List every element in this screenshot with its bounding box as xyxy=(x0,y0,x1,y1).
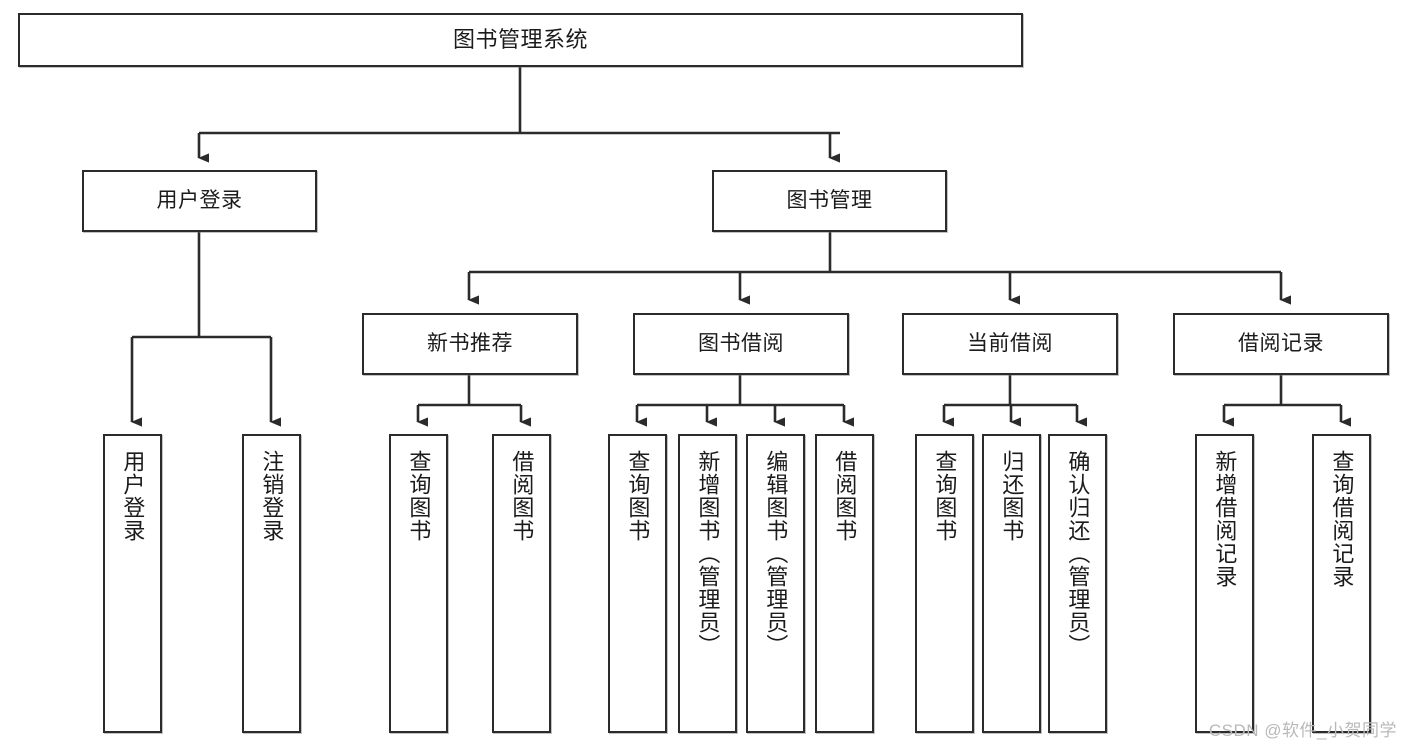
node-label: 注销登录 xyxy=(259,450,285,542)
node-current-borrowing[interactable]: 当前借阅 xyxy=(902,313,1118,375)
node-book-management[interactable]: 图书管理 xyxy=(712,170,947,232)
node-label: 查询图书 xyxy=(625,450,651,542)
node-label: 查询图书 xyxy=(406,450,432,542)
node-label: 查询图书 xyxy=(932,450,958,542)
node-label: 当前借阅 xyxy=(967,331,1053,355)
leaf-query-borrow-record[interactable]: 查询借阅记录 xyxy=(1312,434,1371,733)
node-label: 借阅图书 xyxy=(832,450,858,542)
node-label: 查询借阅记录 xyxy=(1329,450,1355,588)
node-label: 编辑图书（管理员） xyxy=(763,450,789,657)
leaf-confirm-return-admin[interactable]: 确认归还（管理员） xyxy=(1048,434,1107,733)
leaf-edit-book-admin[interactable]: 编辑图书（管理员） xyxy=(746,434,805,733)
leaf-query-book-borrowing[interactable]: 查询图书 xyxy=(608,434,667,733)
node-label: 借阅记录 xyxy=(1238,331,1324,355)
node-label: 用户登录 xyxy=(156,188,243,212)
node-label: 新书推荐 xyxy=(427,331,513,355)
node-label: 用户登录 xyxy=(120,450,146,542)
leaf-query-book-recommendation[interactable]: 查询图书 xyxy=(389,434,448,733)
leaf-return-book[interactable]: 归还图书 xyxy=(982,434,1041,733)
node-book-borrowing[interactable]: 图书借阅 xyxy=(633,313,849,375)
leaf-add-borrow-record[interactable]: 新增借阅记录 xyxy=(1195,434,1254,733)
node-label: 图书管理系统 xyxy=(452,27,588,53)
node-borrowing-records[interactable]: 借阅记录 xyxy=(1173,313,1389,375)
node-label: 新增图书（管理员） xyxy=(695,450,721,657)
node-label: 归还图书 xyxy=(999,450,1025,542)
leaf-borrow-book[interactable]: 借阅图书 xyxy=(815,434,874,733)
node-root-book-management-system[interactable]: 图书管理系统 xyxy=(18,13,1023,67)
leaf-borrow-book-recommendation[interactable]: 借阅图书 xyxy=(492,434,551,733)
watermark: CSDN @软件_小贺同学 xyxy=(1208,721,1397,740)
node-new-book-recommendation[interactable]: 新书推荐 xyxy=(362,313,578,375)
leaf-query-book-current[interactable]: 查询图书 xyxy=(915,434,974,733)
node-label: 图书借阅 xyxy=(698,331,784,355)
leaf-add-book-admin[interactable]: 新增图书（管理员） xyxy=(678,434,737,733)
node-label: 确认归还（管理员） xyxy=(1065,450,1091,657)
node-label: 图书管理 xyxy=(786,188,873,212)
leaf-logout[interactable]: 注销登录 xyxy=(242,434,301,733)
leaf-user-login[interactable]: 用户登录 xyxy=(103,434,162,733)
node-label: 新增借阅记录 xyxy=(1212,450,1238,588)
node-label: 借阅图书 xyxy=(509,450,535,542)
node-user-login[interactable]: 用户登录 xyxy=(82,170,317,232)
